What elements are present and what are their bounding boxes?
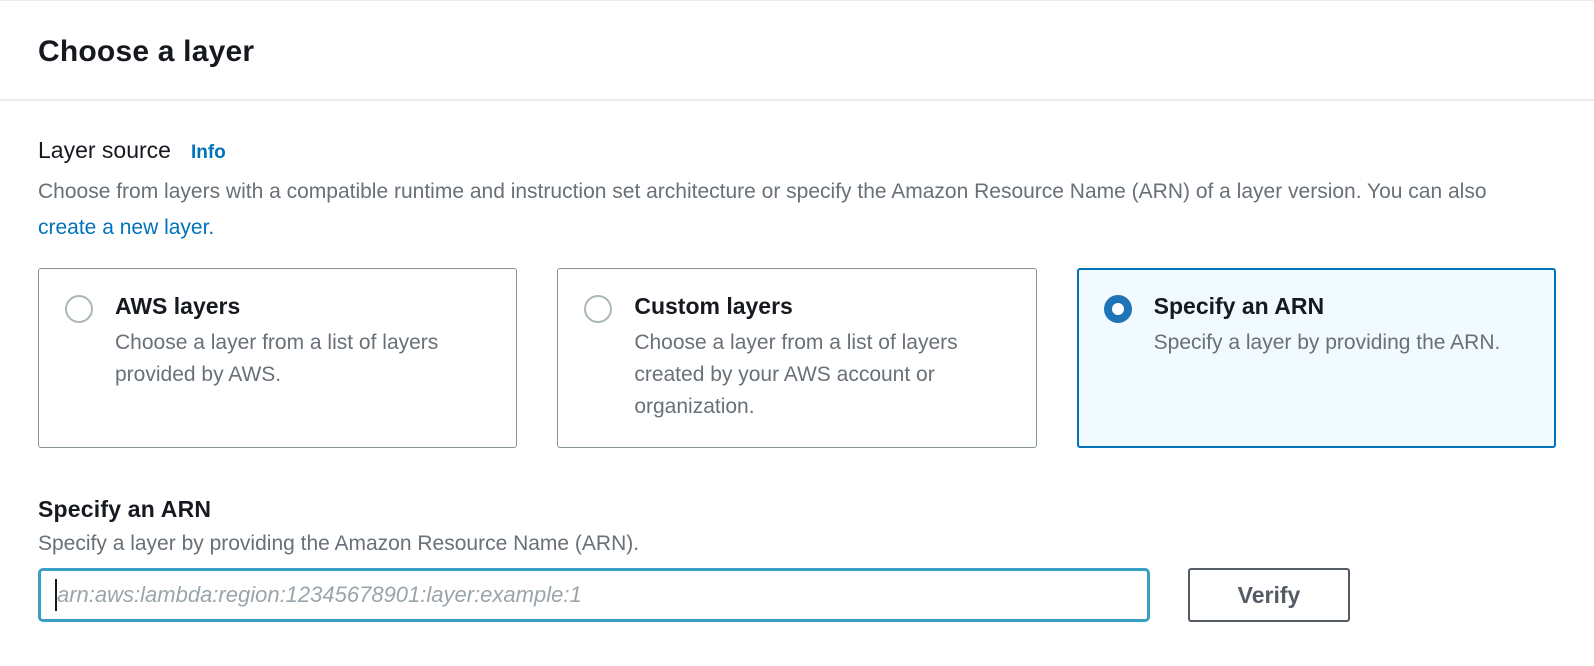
specify-arn-option-text: Specify an ARN Specify a layer by provid… bbox=[1154, 293, 1501, 359]
custom-layers-radio-icon[interactable] bbox=[584, 295, 613, 323]
specify-arn-section: Specify an ARN Specify a layer by provid… bbox=[38, 496, 1556, 622]
aws-layers-description: Choose a layer from a list of layers pro… bbox=[115, 331, 439, 386]
option-card-aws-layers[interactable]: AWS layers Choose a layer from a list of… bbox=[38, 268, 518, 448]
create-new-layer-link[interactable]: create a new layer. bbox=[38, 216, 215, 239]
layer-source-description: Choose from layers with a compatible run… bbox=[38, 174, 1508, 246]
option-card-custom-layers[interactable]: Custom layers Choose a layer from a list… bbox=[557, 268, 1037, 448]
text-cursor bbox=[55, 579, 57, 611]
custom-layers-option-text: Custom layers Choose a layer from a list… bbox=[634, 293, 1009, 423]
option-card-specify-arn[interactable]: Specify an ARN Specify a layer by provid… bbox=[1076, 268, 1556, 448]
panel-header: Choose a layer bbox=[0, 1, 1594, 101]
layer-source-label: Layer source bbox=[38, 137, 171, 163]
aws-layers-title: AWS layers bbox=[115, 293, 241, 319]
arn-input[interactable] bbox=[38, 568, 1150, 622]
layer-source-description-text: Choose from layers with a compatible run… bbox=[38, 180, 1487, 203]
specify-arn-title: Specify an ARN bbox=[1153, 293, 1325, 319]
verify-button[interactable]: Verify bbox=[1188, 568, 1350, 622]
specify-arn-section-label: Specify an ARN bbox=[38, 496, 212, 522]
specify-arn-radio-icon[interactable] bbox=[1103, 295, 1132, 323]
specify-arn-section-description: Specify a layer by providing the Amazon … bbox=[38, 532, 640, 555]
panel-content: Layer source Info Choose from layers wit… bbox=[0, 137, 1594, 622]
custom-layers-title: Custom layers bbox=[634, 293, 793, 319]
aws-layers-radio-icon[interactable] bbox=[65, 295, 93, 323]
layer-source-options: AWS layers Choose a layer from a list of… bbox=[38, 268, 1556, 448]
arn-input-wrap bbox=[38, 568, 1150, 622]
custom-layers-description: Choose a layer from a list of layers cre… bbox=[634, 331, 958, 418]
page-title: Choose a layer bbox=[38, 35, 255, 68]
aws-layers-option-text: AWS layers Choose a layer from a list of… bbox=[115, 293, 490, 391]
info-link[interactable]: Info bbox=[190, 142, 226, 163]
specify-arn-description: Specify a layer by providing the ARN. bbox=[1153, 331, 1501, 354]
arn-input-row: Verify bbox=[38, 568, 1556, 622]
layer-source-label-row: Layer source Info bbox=[38, 137, 1556, 164]
